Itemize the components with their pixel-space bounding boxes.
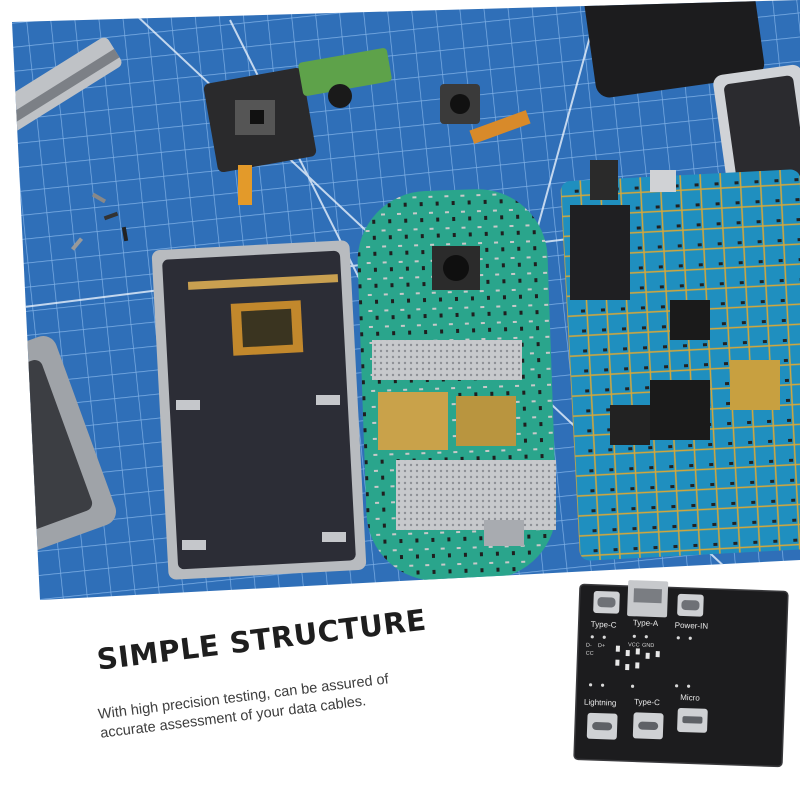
- label-power-in: Power-IN: [675, 621, 709, 631]
- blue-gold-mainboard: [560, 160, 800, 561]
- pin-dots: [589, 634, 692, 688]
- camera-module-large: [203, 48, 392, 205]
- screws: [70, 192, 129, 251]
- pin-d-minus: D-: [586, 643, 592, 649]
- port-type-a: [627, 580, 669, 618]
- lcd-shield-plate: [151, 240, 367, 580]
- label-micro: Micro: [680, 693, 700, 703]
- label-type-a: Type-A: [633, 618, 659, 628]
- cable-tester-board: Type-C Type-A Power-IN D- D+ VCC GND CC: [573, 580, 789, 768]
- photo-content: [12, 0, 800, 600]
- pin-gnd: GND: [642, 643, 654, 649]
- pin-d-plus: D+: [598, 643, 605, 649]
- port-lightning: [586, 712, 618, 740]
- green-mainboard: [357, 189, 557, 581]
- camera-module-small: [440, 84, 531, 144]
- pin-vcc: VCC: [628, 642, 640, 648]
- port-type-c-bottom: [632, 712, 664, 740]
- port-power-in: [677, 593, 704, 617]
- port-micro: [677, 707, 708, 733]
- port-type-c-top: [593, 590, 620, 614]
- label-type-c: Type-C: [591, 620, 617, 630]
- label-type-c-bottom: Type-C: [634, 697, 660, 707]
- pin-cc: CC: [586, 651, 594, 657]
- label-lightning: Lightning: [584, 698, 617, 708]
- indicator-leds: [615, 645, 660, 671]
- phone-frame-piece: [12, 37, 122, 152]
